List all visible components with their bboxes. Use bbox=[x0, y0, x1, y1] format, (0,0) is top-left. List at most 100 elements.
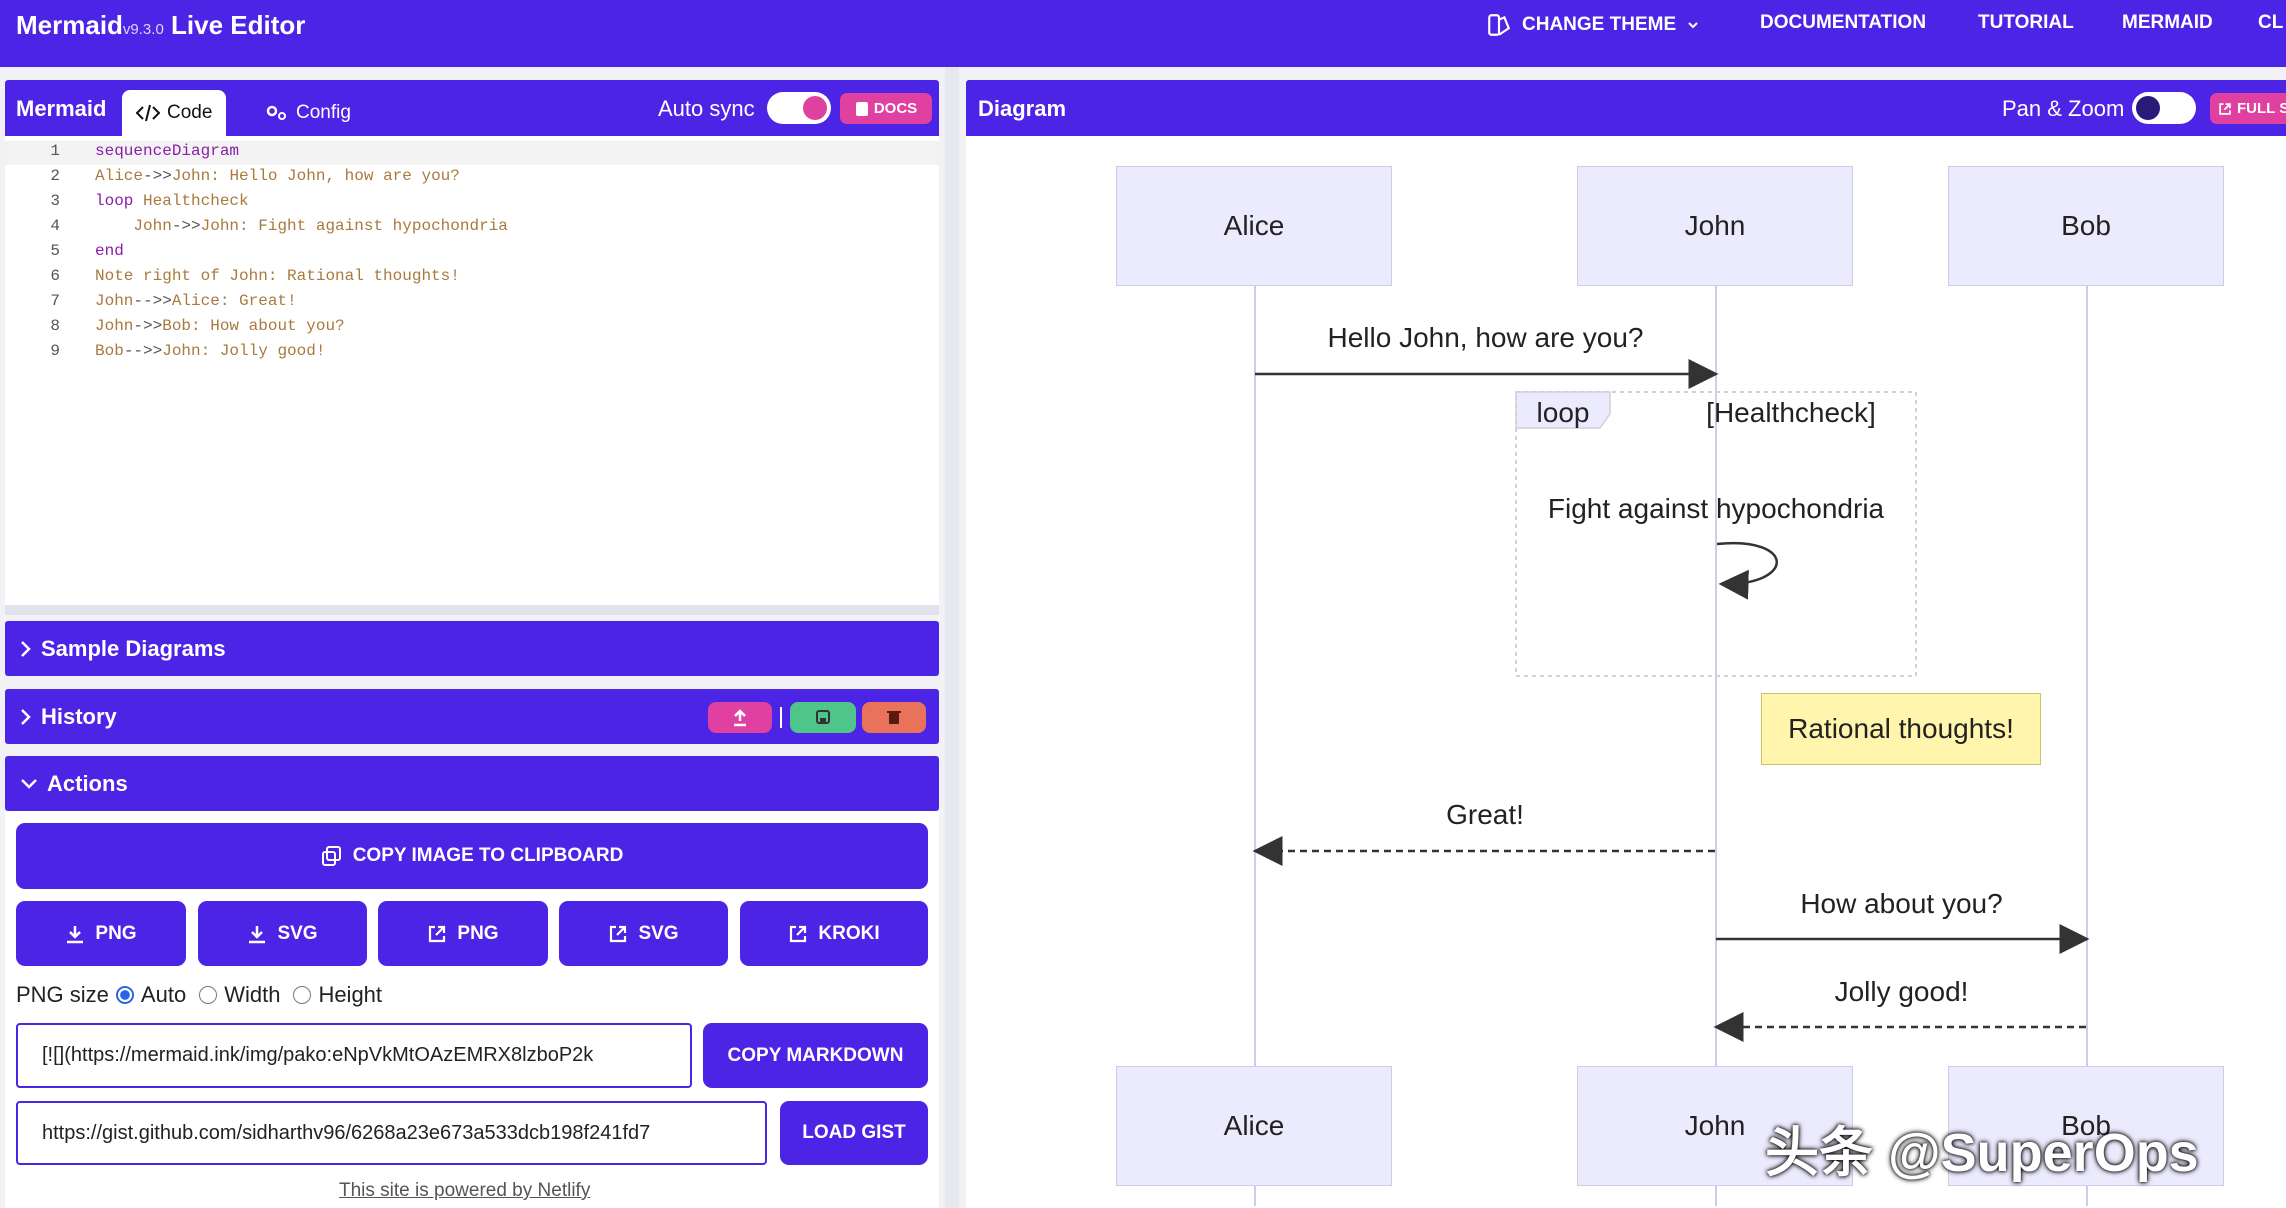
docs-button[interactable]: DOCS bbox=[840, 93, 932, 124]
actions-section[interactable]: Actions bbox=[5, 756, 939, 811]
download-png-button[interactable]: PNG bbox=[16, 901, 186, 966]
copy-markdown-button[interactable]: COPY MARKDOWN bbox=[703, 1023, 928, 1088]
open-kroki-label: KROKI bbox=[818, 922, 880, 944]
actor-john-bottom: John bbox=[1577, 1066, 1853, 1186]
radio-width[interactable] bbox=[199, 986, 218, 1004]
lifeline-john bbox=[1715, 286, 1717, 1206]
loop-label: loop bbox=[1536, 397, 1590, 428]
radio-auto-label: Auto bbox=[140, 982, 187, 1007]
download-icon bbox=[249, 925, 266, 943]
netlify-link[interactable]: This site is powered by Netlify bbox=[339, 1180, 591, 1201]
loop-box bbox=[1515, 391, 1917, 677]
panel-gutter[interactable] bbox=[945, 67, 959, 1208]
copy-image-label: COPY IMAGE TO CLIPBOARD bbox=[352, 845, 624, 866]
open-png-button[interactable]: PNG bbox=[378, 901, 548, 966]
auto-sync-toggle[interactable] bbox=[767, 92, 831, 124]
nav-cli[interactable]: CL bbox=[2258, 12, 2284, 33]
code-icon bbox=[136, 104, 160, 122]
nav-tutorial[interactable]: TUTORIAL bbox=[1978, 12, 2074, 33]
line-number: 3 bbox=[50, 192, 60, 210]
note-rational: Rational thoughts! bbox=[1761, 693, 2041, 765]
actor-alice-bottom: Alice bbox=[1116, 1066, 1392, 1186]
line-number: 7 bbox=[50, 292, 60, 310]
code-keyword: loop bbox=[95, 192, 134, 210]
sample-diagrams-section[interactable]: Sample Diagrams bbox=[5, 621, 939, 676]
top-bar: Mermaidv9.3.0 Live Editor CHANGE THEME D… bbox=[0, 0, 2286, 67]
brand-version: v9.3.0 bbox=[122, 21, 164, 38]
chevron-right-icon bbox=[21, 640, 31, 657]
lifeline-bob bbox=[2086, 286, 2088, 1206]
save-history-button[interactable] bbox=[790, 702, 856, 733]
actions-label: Actions bbox=[47, 770, 128, 796]
code-line: John-->>Alice: Great! bbox=[95, 292, 297, 310]
code-line: John->>John: Fight against hypochondria bbox=[95, 217, 507, 235]
upload-history-button[interactable] bbox=[708, 702, 772, 733]
actor-bob-bottom: Bob bbox=[1948, 1066, 2224, 1186]
radio-height[interactable] bbox=[293, 986, 312, 1004]
copy-image-button[interactable]: COPY IMAGE TO CLIPBOARD bbox=[16, 823, 928, 889]
code-keyword: sequenceDiagram bbox=[95, 142, 240, 160]
history-separator bbox=[780, 707, 782, 728]
pan-zoom-toggle[interactable] bbox=[2132, 92, 2196, 124]
current-line-highlight bbox=[5, 141, 939, 165]
code-text: John bbox=[95, 292, 134, 310]
radio-auto[interactable] bbox=[115, 986, 134, 1004]
external-link-icon bbox=[429, 925, 446, 942]
line-number: 5 bbox=[50, 242, 60, 260]
app-brand[interactable]: Mermaidv9.3.0 Live Editor bbox=[16, 10, 305, 41]
tab-code[interactable]: Code bbox=[122, 90, 227, 136]
msg-jolly: Jolly good! bbox=[1834, 976, 1969, 1007]
download-svg-button[interactable]: SVG bbox=[198, 901, 367, 966]
upload-icon bbox=[734, 709, 746, 727]
diagram-canvas[interactable]: Alice John Bob Hello John, how are you? … bbox=[966, 136, 2286, 1208]
msg-great: Great! bbox=[1446, 799, 1524, 830]
code-text: John bbox=[95, 317, 134, 335]
trash-icon bbox=[887, 711, 901, 724]
fullscreen-button[interactable]: FULL S bbox=[2210, 93, 2286, 124]
change-theme-menu[interactable]: CHANGE THEME bbox=[1486, 12, 1700, 38]
code-text: John: Jolly good! bbox=[162, 342, 326, 360]
external-link-icon bbox=[790, 925, 807, 942]
clear-history-button[interactable] bbox=[862, 702, 926, 733]
code-line: Note right of John: Rational thoughts! bbox=[95, 267, 460, 285]
gears-icon bbox=[266, 105, 286, 120]
save-icon bbox=[816, 710, 830, 724]
download-png-label: PNG bbox=[95, 922, 137, 944]
nav-mermaid[interactable]: MERMAID bbox=[2122, 12, 2213, 33]
open-svg-button[interactable]: SVG bbox=[559, 901, 728, 966]
loop-label-box bbox=[1515, 391, 1611, 429]
arrow-self bbox=[1716, 541, 1778, 600]
history-section[interactable]: History bbox=[5, 689, 939, 744]
open-kroki-button[interactable]: KROKI bbox=[740, 901, 928, 966]
watermark-text: 头条 @SuperOps bbox=[1765, 1123, 2199, 1183]
png-size-label: PNG size bbox=[16, 982, 109, 1007]
code-text: Note right of John: Rational thoughts! bbox=[95, 267, 460, 285]
gist-input[interactable]: https://gist.github.com/sidharthv96/6268… bbox=[16, 1101, 767, 1165]
markdown-input[interactable]: [![](https://mermaid.ink/img/pako:eNpVkM… bbox=[16, 1023, 692, 1088]
tab-config[interactable]: Config bbox=[251, 90, 365, 136]
external-link-icon bbox=[2219, 102, 2231, 115]
book-icon bbox=[855, 101, 868, 116]
msg-hello: Hello John, how are you? bbox=[1327, 322, 1644, 353]
actor-alice-top: Alice bbox=[1116, 166, 1392, 286]
nav-documentation[interactable]: DOCUMENTATION bbox=[1760, 12, 1927, 33]
code-text: Alice: Great! bbox=[171, 292, 297, 310]
loop-condition: [Healthcheck] bbox=[1706, 397, 1876, 428]
code-text: Alice bbox=[95, 167, 144, 185]
editor-title: Mermaid bbox=[16, 96, 107, 121]
pan-zoom-label: Pan & Zoom bbox=[2002, 96, 2125, 121]
chevron-down-icon bbox=[21, 778, 37, 789]
editor-panel-header: Mermaid Code Config Auto sync DOCS bbox=[5, 80, 939, 136]
theme-palette-icon bbox=[1488, 14, 1511, 36]
history-label: History bbox=[41, 703, 117, 729]
code-text: John: Hello John, how are you? bbox=[171, 167, 460, 185]
fullscreen-label: FULL S bbox=[2237, 100, 2286, 117]
line-number: 9 bbox=[50, 342, 60, 360]
editor-panel bbox=[5, 80, 939, 610]
code-text: John bbox=[95, 217, 172, 235]
load-gist-button[interactable]: LOAD GIST bbox=[780, 1101, 928, 1165]
brand-name: Mermaid bbox=[16, 10, 123, 40]
code-line: Alice->>John: Hello John, how are you? bbox=[95, 167, 460, 185]
change-theme-label: CHANGE THEME bbox=[1522, 14, 1677, 35]
